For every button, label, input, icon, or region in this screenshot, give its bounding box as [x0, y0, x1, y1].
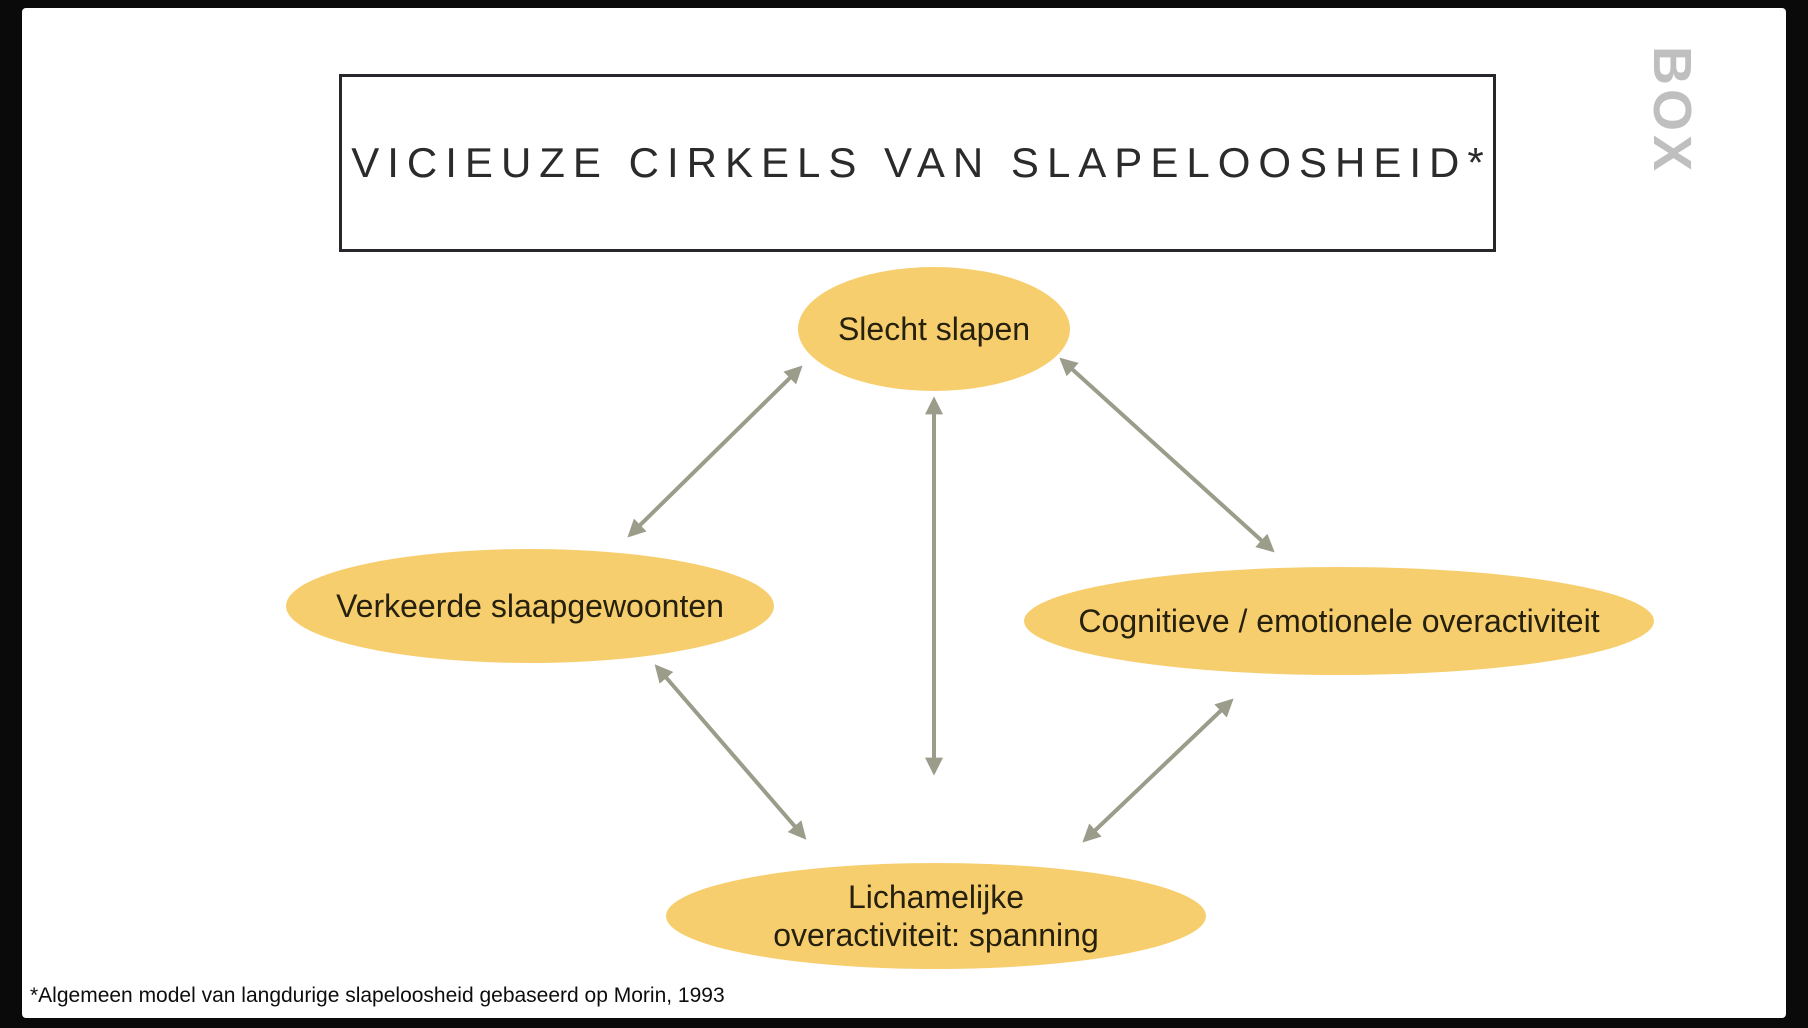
node-cognitieve-overactiviteit: Cognitieve / emotionele overactiviteit [1024, 567, 1654, 675]
node-label: Verkeerde slaapgewoonten [336, 587, 724, 624]
node-label: Cognitieve / emotionele overactiviteit [1078, 602, 1600, 639]
node-verkeerde-slaapgewoonten: Verkeerde slaapgewoonten [286, 549, 774, 663]
node-label-line1: Lichamelijke [847, 878, 1025, 915]
node-label: Slecht slapen [837, 310, 1031, 347]
node-slecht-slapen: Slecht slapen [798, 267, 1070, 391]
box-logo-text: BOX [1642, 46, 1702, 176]
box-channel-logo: BOX [1632, 46, 1712, 175]
page-title: VICIEUZE CIRKELS VAN SLAPELOOSHEID* [351, 139, 1492, 186]
title-box: VICIEUZE CIRKELS VAN SLAPELOOSHEID* [339, 74, 1496, 252]
footnote: *Algemeen model van langdurige slapeloos… [30, 984, 725, 1007]
node-label-line2: overactiviteit: spanning [773, 917, 1099, 953]
node-lichamelijke-overactiviteit: Lichamelijke overactiviteit: spanning [666, 863, 1206, 969]
